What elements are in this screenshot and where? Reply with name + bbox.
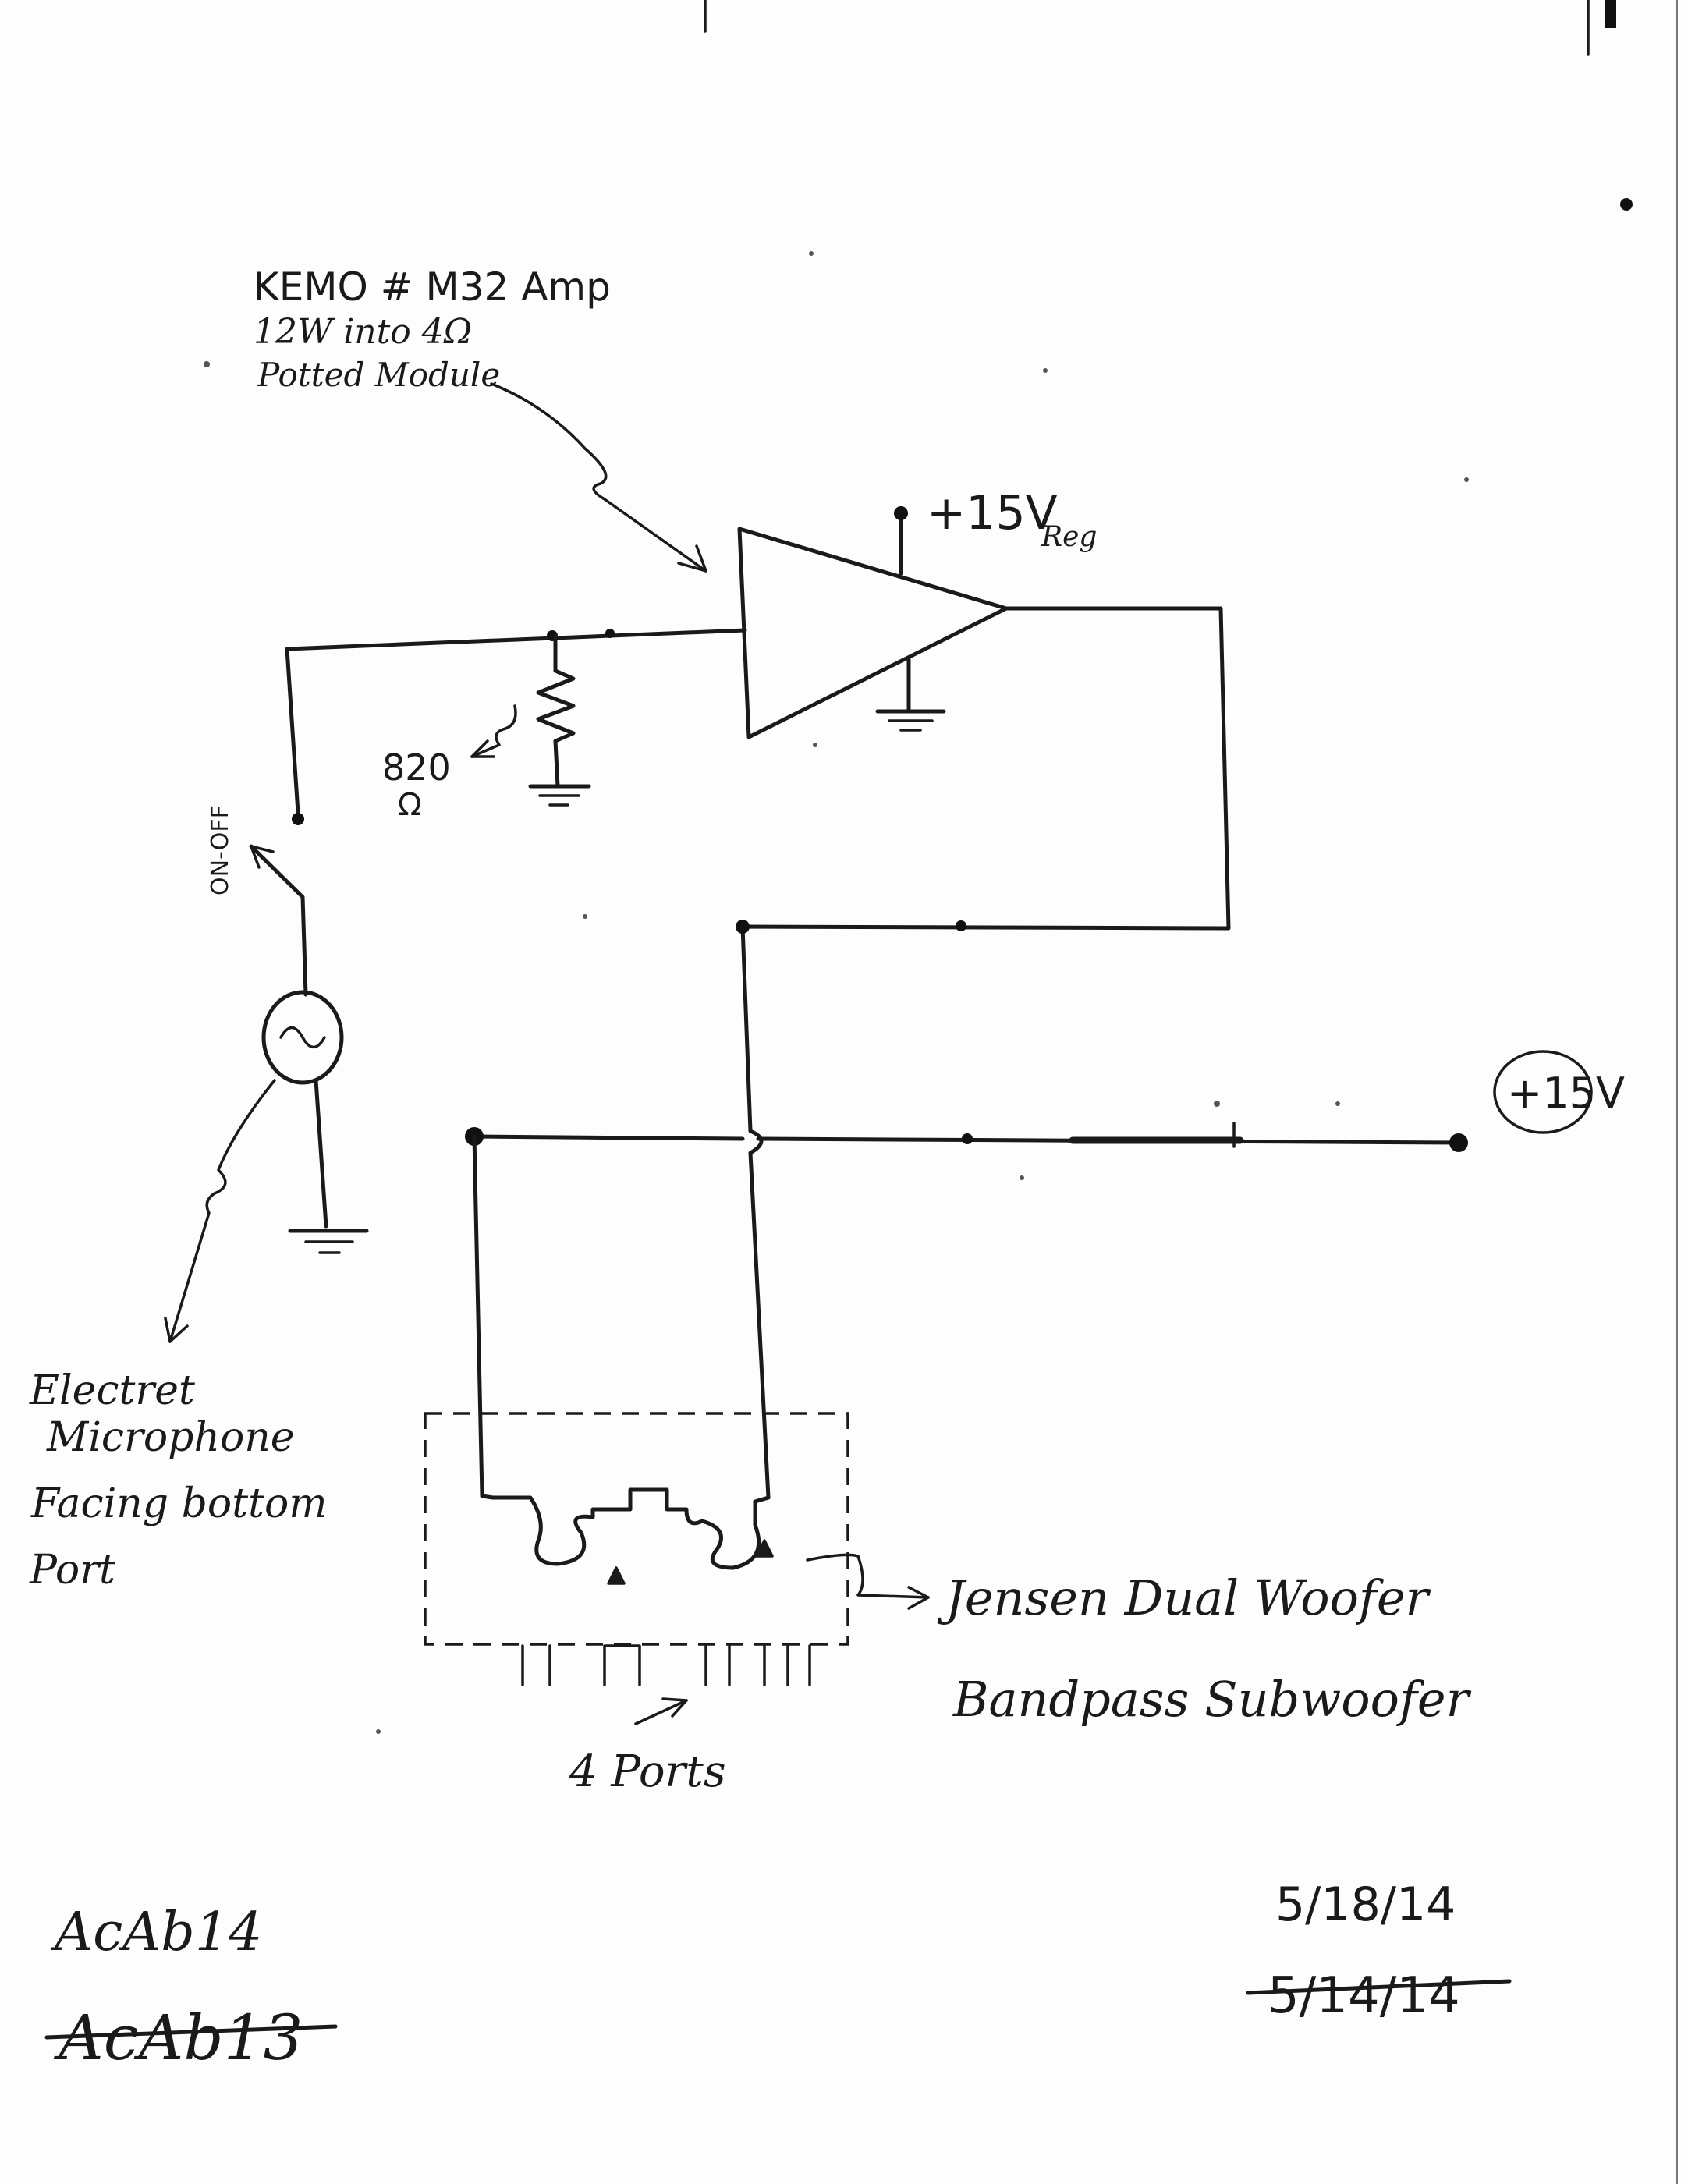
mic-note-line2: Microphone bbox=[46, 1414, 295, 1461]
current-date: 5/18/14 bbox=[1275, 1877, 1456, 1932]
supply-rail bbox=[465, 1122, 1468, 1500]
amp-supply-label: +15V bbox=[927, 486, 1058, 541]
old-date-strikethrough bbox=[1246, 1979, 1512, 1995]
supply-label: +15V bbox=[1507, 1069, 1625, 1118]
amp-output-wire bbox=[736, 606, 1231, 1504]
old-date: 5/14/14 bbox=[1268, 1967, 1460, 2025]
electret-microphone bbox=[261, 990, 369, 1254]
old-id: AcAb13 bbox=[53, 2001, 303, 2074]
amp-supply-label-sub: Reg bbox=[1041, 521, 1097, 553]
resistor-label-arrow bbox=[470, 704, 517, 758]
resistor-unit: Ω bbox=[398, 787, 422, 823]
amp-note-line1: KEMO # M32 Amp bbox=[254, 264, 611, 310]
amp-note-arrow bbox=[490, 382, 707, 573]
old-id-strikethrough bbox=[44, 2024, 338, 2040]
switch-label: ON-OFF bbox=[207, 805, 234, 895]
amp-ground bbox=[875, 657, 946, 732]
mic-note-arrow bbox=[164, 1079, 276, 1343]
woofer-note-line2: Bandpass Subwoofer bbox=[952, 1671, 1472, 1728]
ports-arrow bbox=[634, 1699, 688, 1725]
input-wire bbox=[285, 628, 747, 825]
amp-supply-pin: +15V Reg bbox=[894, 486, 1097, 576]
mic-note: Electret Microphone Facing bottom Port bbox=[29, 1367, 328, 1594]
scan-specks bbox=[204, 251, 1469, 1734]
ports-label: 4 Ports bbox=[569, 1746, 726, 1797]
amp-note-line2: 12W into 4Ω bbox=[254, 312, 472, 352]
amplifier-symbol bbox=[737, 526, 1009, 739]
mic-note-line1: Electret bbox=[29, 1367, 195, 1414]
woofer-note: Jensen Dual Woofer Bandpass Subwoofer bbox=[937, 1569, 1472, 1728]
amp-note-arrowhead bbox=[677, 544, 707, 573]
supply-terminal: +15V bbox=[1493, 1050, 1625, 1134]
mic-note-line3: Facing bottom bbox=[30, 1480, 328, 1527]
ports bbox=[521, 1644, 811, 1686]
woofer-note-line1: Jensen Dual Woofer bbox=[937, 1569, 1431, 1626]
amp-note: KEMO # M32 Amp 12W into 4Ω Potted Module bbox=[254, 264, 707, 573]
subwoofer-enclosure: 4 Ports bbox=[424, 1412, 849, 1797]
document-dates: 5/18/14 5/14/14 bbox=[1246, 1877, 1512, 2025]
woofer-note-arrow bbox=[806, 1553, 930, 1610]
page-edge-marks bbox=[704, 0, 1678, 2184]
document-ids: AcAb14 AcAb13 bbox=[44, 1902, 338, 2074]
current-id: AcAb14 bbox=[50, 1902, 262, 1963]
resistor-820: 820 Ω bbox=[382, 633, 591, 823]
resistor-value: 820 bbox=[382, 746, 451, 789]
mic-note-line4: Port bbox=[29, 1547, 115, 1594]
on-off-switch[interactable]: ON-OFF bbox=[207, 805, 308, 997]
amp-note-line3: Potted Module bbox=[257, 356, 500, 394]
